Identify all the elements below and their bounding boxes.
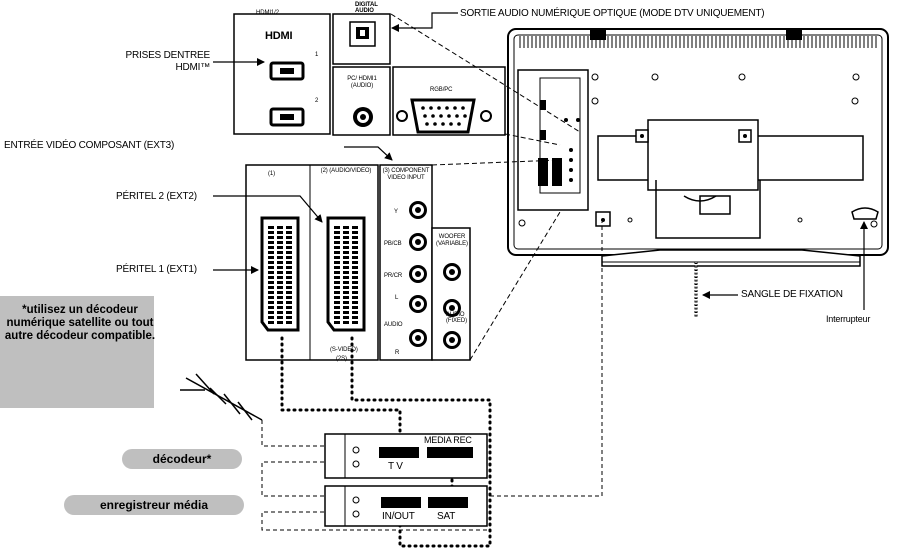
audio-label: AUDIO bbox=[384, 322, 403, 328]
note-box bbox=[0, 296, 154, 408]
scart2-label: PÉRITEL 2 (EXT2) bbox=[116, 191, 197, 202]
ext1-label: (1) bbox=[268, 171, 276, 177]
y-label: Y bbox=[394, 209, 398, 215]
digital-audio-panel bbox=[332, 13, 391, 65]
ext3-label: (3) COMPONENT VIDEO INPUT bbox=[382, 168, 430, 181]
pb-label: PB/CB bbox=[384, 241, 402, 247]
scart1-label: PÉRITEL 1 (EXT1) bbox=[116, 264, 197, 275]
tv-back bbox=[507, 28, 889, 318]
component-panel bbox=[379, 164, 471, 361]
hdmi-header-label: HDMI1/2 bbox=[256, 10, 279, 16]
ext2s-label: (2S) bbox=[336, 356, 347, 362]
pc-panel bbox=[332, 66, 506, 136]
l-label: L bbox=[395, 295, 399, 301]
tv-label: T V bbox=[388, 461, 403, 472]
antenna bbox=[180, 373, 263, 421]
strap-label: SANGLE DE FIXATION bbox=[741, 289, 843, 300]
hdmi-panel bbox=[233, 13, 331, 135]
rgb-pc-label: RGB/PC bbox=[430, 87, 453, 93]
pr-label: PR/CR bbox=[384, 273, 403, 279]
audio-fixed-label: AUDIO (FIXED) bbox=[446, 312, 467, 324]
media-rec-label: MEDIA REC bbox=[424, 435, 472, 445]
pc-hdmi-audio-label: PC/ HDMI1 (AUDIO) bbox=[347, 76, 377, 89]
decoder-pill: décodeur* bbox=[122, 449, 242, 469]
recorder-pill: enregistreur média bbox=[64, 495, 244, 515]
scart-pins bbox=[268, 226, 358, 324]
decoder-device bbox=[324, 433, 488, 479]
rf-cables bbox=[261, 222, 603, 531]
digital-audio-out-label: SORTIE AUDIO NUMÉRIQUE OPTIQUE (MODE DTV… bbox=[460, 8, 765, 19]
hdmi-inputs-label: PRISES DENTREE HDMI™ bbox=[125, 50, 211, 73]
sat-label: SAT bbox=[437, 511, 456, 522]
hdmi-port1-label: 1 bbox=[315, 52, 319, 58]
leader-lines bbox=[213, 12, 868, 310]
hdmi-logo: HDMI bbox=[265, 30, 293, 42]
digital-audio-label: DIGITAL AUDIO bbox=[355, 2, 378, 14]
r-label: R bbox=[395, 350, 400, 356]
woofer-label: WOOFER (VARIABLE) bbox=[436, 234, 468, 247]
rca-jacks bbox=[409, 201, 461, 349]
hdmi-port2-label: 2 bbox=[315, 98, 319, 104]
scart-panel bbox=[245, 164, 379, 361]
recorder-device bbox=[324, 485, 488, 527]
in-out-label: IN/OUT bbox=[382, 511, 415, 522]
component-video-label: ENTRÉE VIDÉO COMPOSANT (EXT3) bbox=[4, 140, 175, 151]
svideo-label: (S-VIDEO) bbox=[330, 347, 358, 353]
ext2-label: (2) (AUDIO/VIDEO) bbox=[320, 168, 372, 174]
switch-label: Interrupteur bbox=[826, 314, 871, 324]
note-text: *utilisez un décodeur numérique satellit… bbox=[4, 304, 156, 342]
